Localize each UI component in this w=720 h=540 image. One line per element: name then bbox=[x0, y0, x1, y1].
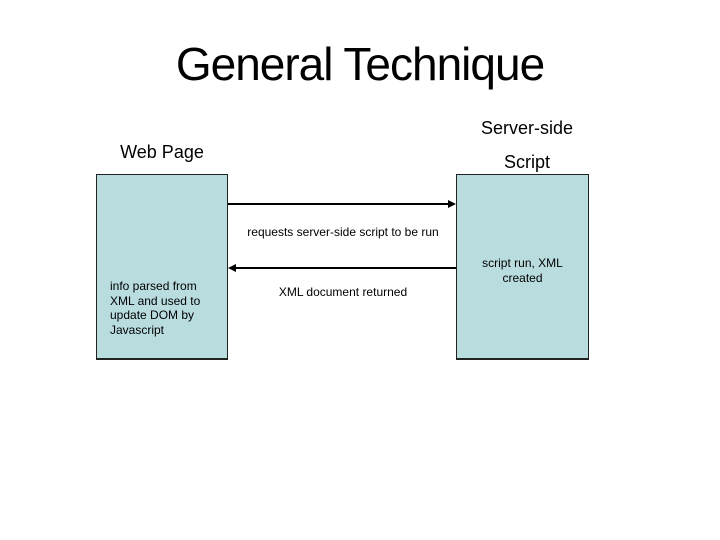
web-page-node-label: Web Page bbox=[120, 142, 204, 162]
server-script-node-label-line2: Script bbox=[503, 152, 550, 172]
server-script-node-text-line: created bbox=[502, 271, 543, 285]
request-arrow-label: requests server-side script to be run bbox=[247, 225, 439, 239]
web-page-node-text: info parsed from XML and used to update … bbox=[110, 279, 200, 338]
request-arrow-line bbox=[228, 203, 448, 205]
web-page-node-text-line: XML and used to bbox=[110, 293, 201, 308]
web-page-node bbox=[96, 174, 228, 360]
web-page-node-text-line: Javascript bbox=[110, 323, 165, 338]
request-arrowhead-right-icon bbox=[448, 200, 456, 208]
server-script-node-text: script run, XML created bbox=[456, 256, 589, 286]
server-script-node bbox=[456, 174, 589, 360]
response-arrowhead-left-icon bbox=[228, 264, 236, 272]
response-arrow-line bbox=[236, 267, 456, 269]
response-arrow-label: XML document returned bbox=[278, 285, 408, 299]
server-script-node-text-line: script run, XML bbox=[482, 256, 563, 270]
web-page-node-text-line: info parsed from bbox=[110, 279, 197, 293]
server-script-node-label-line1: Server-side bbox=[480, 118, 574, 138]
slide-title: General Technique bbox=[175, 38, 545, 90]
web-page-node-text-line: update DOM by bbox=[110, 308, 195, 323]
